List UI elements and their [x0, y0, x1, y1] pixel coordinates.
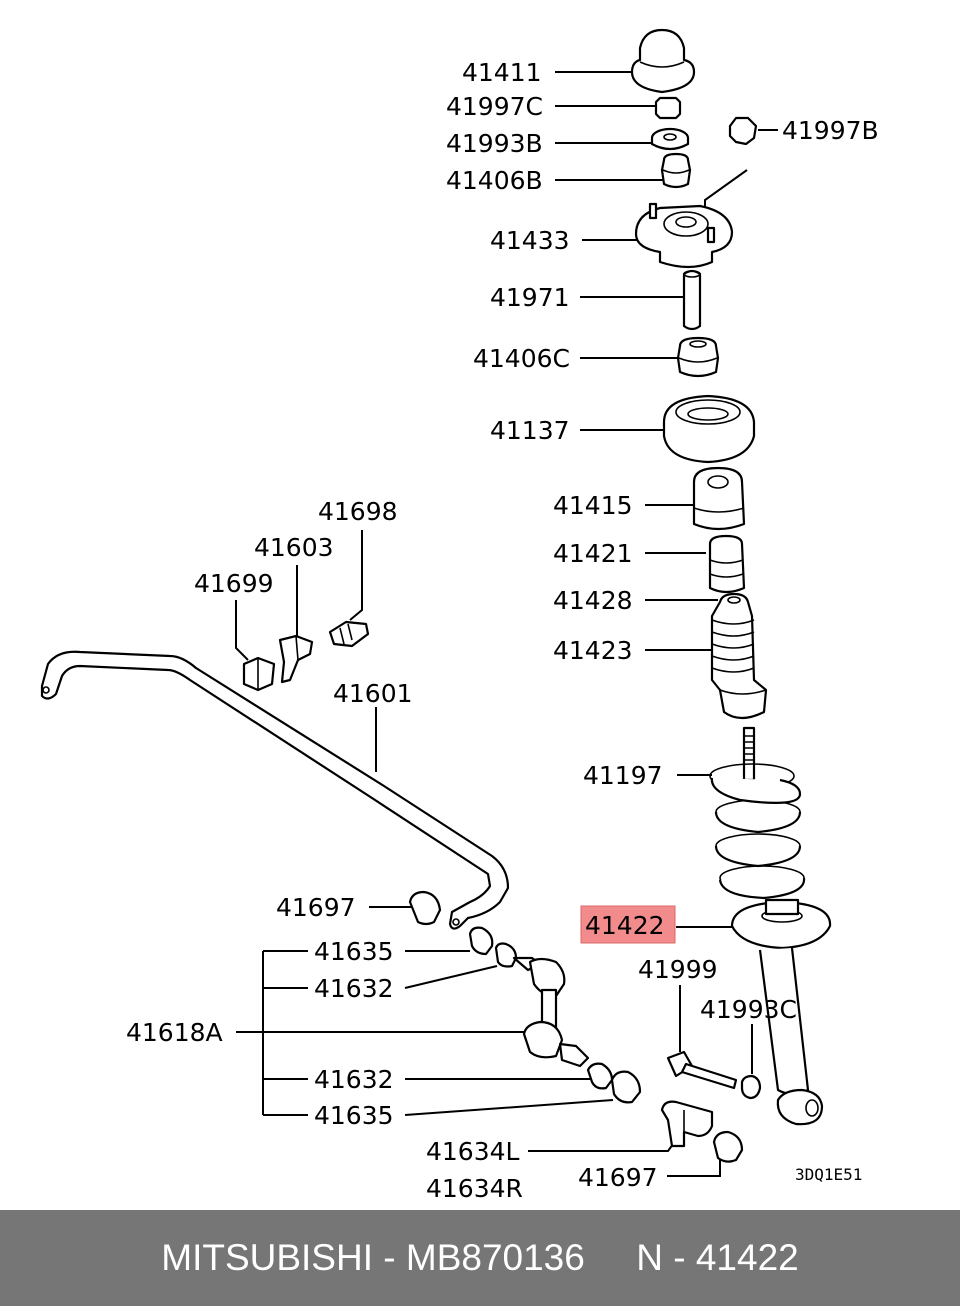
label-41433: 41433: [490, 226, 570, 255]
bump-stopper: [708, 534, 746, 594]
collar-tube: [682, 269, 702, 331]
label-41406B: 41406B: [446, 166, 543, 195]
stabilizer-parts: [40, 620, 744, 1163]
strut-parts: [630, 28, 832, 1126]
label-41197: 41197: [583, 761, 663, 790]
dust-cap: [630, 28, 696, 94]
label-41421: 41421: [553, 539, 633, 568]
label-41971: 41971: [490, 283, 570, 312]
link-bushing-upper: [408, 890, 442, 926]
bump-stopper-cap: [692, 466, 746, 531]
label-41993B: 41993B: [446, 129, 543, 158]
label-41411: 41411: [462, 58, 542, 87]
label-41618A: 41618A: [126, 1018, 223, 1047]
stabilizer-bushing: [242, 656, 276, 692]
stabilizer-bar: [40, 650, 510, 930]
part-labels: 41411 41997C 41993B 41406B 41997B 41433 …: [126, 58, 879, 1203]
piston-rod: [742, 726, 756, 782]
stabilizer-link: [468, 926, 642, 1104]
parts-diagram: 41411 41997C 41993B 41406B 41997B 41433 …: [40, 28, 879, 1203]
label-41635-upper: 41635: [314, 937, 394, 966]
bracket-bolt: [328, 620, 370, 648]
shock-body: [758, 947, 824, 1126]
nut-top: [654, 96, 682, 120]
footer-caption: MITSUBISHI - MB870136 N - 41422: [161, 1237, 799, 1278]
label-41634R: 41634R: [426, 1174, 523, 1203]
highlight-box: [580, 905, 676, 944]
label-41423: 41423: [553, 636, 633, 665]
label-41997B: 41997B: [782, 116, 879, 145]
leader-lines: [235, 71, 778, 1177]
label-41993C: 41993C: [700, 995, 797, 1024]
label-41697-upper: 41697: [276, 893, 356, 922]
footer-bar: MITSUBISHI - MB870136 N - 41422: [0, 1210, 960, 1306]
washer-bottom: [740, 1074, 762, 1100]
bushing-lower: [676, 336, 720, 378]
label-41632-lower: 41632: [314, 1065, 394, 1094]
label-41997C: 41997C: [446, 92, 543, 121]
link-bracket: [660, 1100, 714, 1148]
label-41601: 41601: [333, 679, 413, 708]
washer-top: [650, 127, 690, 151]
label-41999: 41999: [638, 955, 718, 984]
label-41698: 41698: [318, 497, 398, 526]
label-41137: 41137: [490, 416, 570, 445]
bolt: [666, 1050, 738, 1090]
spring-seat-lower: [730, 898, 832, 950]
label-41415: 41415: [553, 491, 633, 520]
nut-mount: [728, 116, 758, 146]
spring-seat-upper: [662, 394, 756, 464]
label-41634L: 41634L: [426, 1137, 520, 1166]
drawing-code: 3DQ1E51: [795, 1165, 862, 1184]
coil-spring: [709, 763, 806, 900]
bushing-upper: [660, 152, 692, 189]
label-41635-lower: 41635: [314, 1101, 394, 1130]
label-41406C: 41406C: [473, 344, 570, 373]
label-41428: 41428: [553, 586, 633, 615]
dust-boot: [710, 592, 768, 720]
label-41422[interactable]: 41422: [585, 911, 665, 940]
stabilizer-bracket: [278, 634, 314, 684]
link-bushing-lower: [712, 1130, 744, 1163]
strut-mount: [634, 202, 734, 269]
label-41699: 41699: [194, 569, 274, 598]
label-41697-lower: 41697: [578, 1163, 658, 1192]
label-41603: 41603: [254, 533, 334, 562]
label-41632-upper: 41632: [314, 974, 394, 1003]
